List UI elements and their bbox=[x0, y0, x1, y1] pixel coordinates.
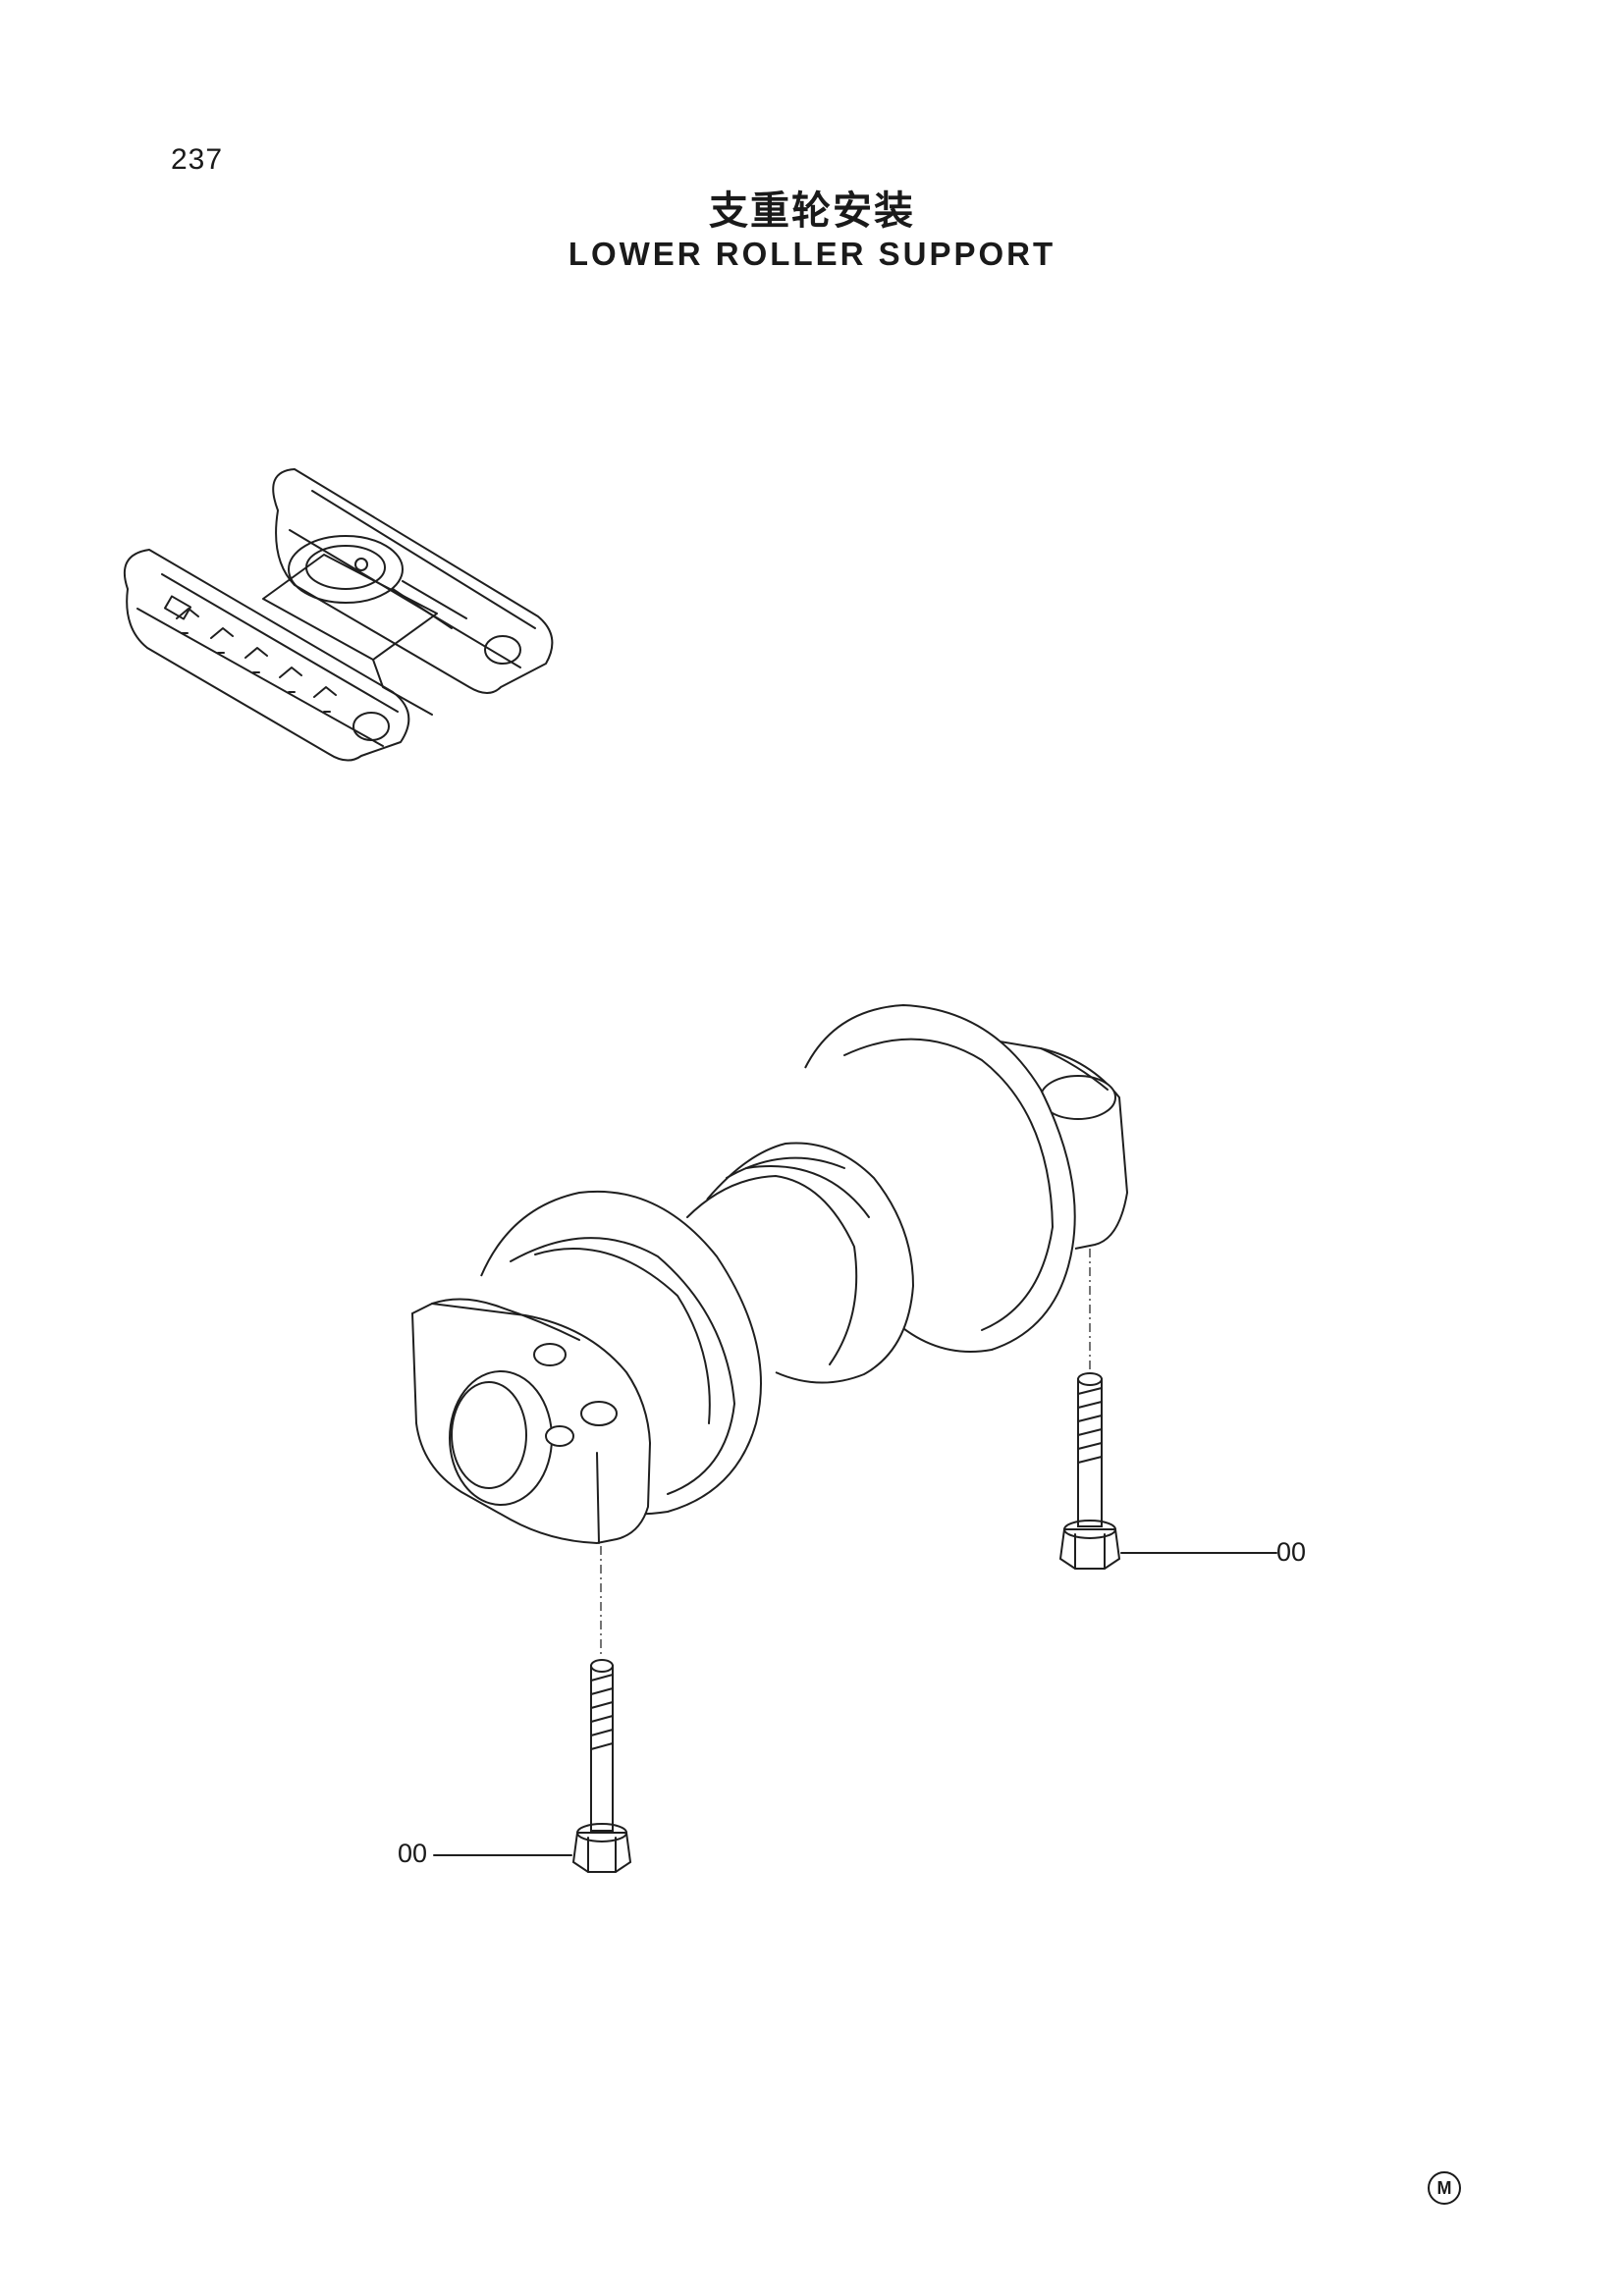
page-title-english: LOWER ROLLER SUPPORT bbox=[568, 236, 1056, 272]
roller-barrel bbox=[706, 1142, 915, 1384]
bolt-hole-1 bbox=[533, 1343, 567, 1366]
track-frame-front bbox=[123, 549, 410, 762]
circled-m-mark: M bbox=[1428, 2171, 1461, 2205]
center-body bbox=[262, 554, 438, 661]
bolt-right bbox=[1058, 1372, 1277, 1570]
swing-circle bbox=[288, 535, 404, 604]
flange-far bbox=[804, 1003, 1076, 1353]
bolt-left bbox=[433, 1659, 632, 1873]
bolt-hole-3 bbox=[545, 1425, 574, 1447]
track-frame-rear bbox=[272, 468, 554, 694]
bolt-hole-2 bbox=[580, 1401, 618, 1426]
lower-roller-assembly bbox=[410, 1003, 1129, 1654]
page-number: 237 bbox=[171, 143, 224, 176]
callout-left-bolt: 00 bbox=[398, 1839, 428, 1868]
undercarriage-thumbnail bbox=[123, 468, 554, 762]
callout-right-bolt: 00 bbox=[1276, 1537, 1307, 1567]
page-title-chinese: 支重轮安装 bbox=[709, 188, 915, 234]
